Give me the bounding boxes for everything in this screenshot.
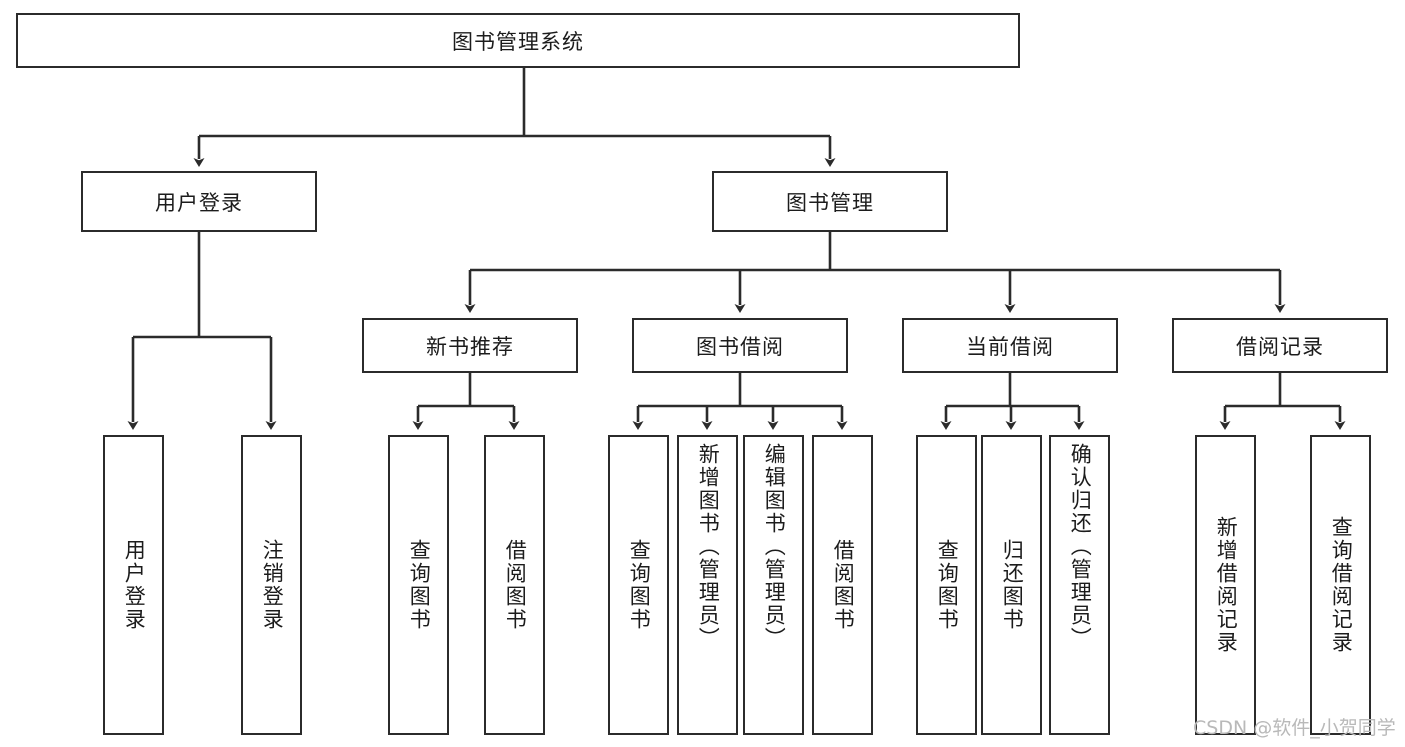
node-label: 查询图书 [935,539,960,631]
leaf-borrow-record-add-record[interactable]: 新增借阅记录 [1195,435,1256,735]
node-label: 借阅记录 [1236,334,1324,359]
node-label: 借阅图书 [831,539,856,631]
node-label: 用户登录 [122,539,147,631]
node-new-book-recommend[interactable]: 新书推荐 [362,318,578,373]
leaf-user-login-login[interactable]: 用户登录 [103,435,164,735]
node-root-book-management-system[interactable]: 图书管理系统 [16,13,1020,68]
node-user-login[interactable]: 用户登录 [81,171,317,232]
node-label: 归还图书 [1000,539,1025,631]
leaf-current-borrow-return-book[interactable]: 归还图书 [981,435,1042,735]
node-label: 图书管理 [786,190,874,215]
node-label: 查询图书 [407,539,432,631]
node-label: 新增图书（管理员） [696,443,721,650]
leaf-borrow-record-query-record[interactable]: 查询借阅记录 [1310,435,1371,735]
node-label: 确认归还（管理员） [1068,443,1093,650]
node-label: 注销登录 [260,539,285,631]
node-label: 借阅图书 [503,539,528,631]
leaf-current-borrow-confirm-return-admin[interactable]: 确认归还（管理员） [1049,435,1110,735]
csdn-watermark: CSDN @软件_小贺同学 [1193,717,1396,739]
node-label: 编辑图书（管理员） [762,443,787,650]
leaf-new-book-borrow-book[interactable]: 借阅图书 [484,435,545,735]
node-label: 用户登录 [155,190,243,215]
leaf-book-borrow-add-book-admin[interactable]: 新增图书（管理员） [677,435,738,735]
node-label: 查询借阅记录 [1329,516,1354,654]
node-borrow-record[interactable]: 借阅记录 [1172,318,1388,373]
leaf-user-login-logout[interactable]: 注销登录 [241,435,302,735]
node-label: 新书推荐 [426,334,514,359]
node-label: 查询图书 [627,539,652,631]
leaf-book-borrow-edit-book-admin[interactable]: 编辑图书（管理员） [743,435,804,735]
leaf-book-borrow-borrow-book[interactable]: 借阅图书 [812,435,873,735]
node-label: 当前借阅 [966,334,1054,359]
node-current-borrow[interactable]: 当前借阅 [902,318,1118,373]
node-label: 新增借阅记录 [1214,516,1239,654]
node-book-management[interactable]: 图书管理 [712,171,948,232]
node-label: 图书管理系统 [452,29,584,54]
leaf-book-borrow-query-book[interactable]: 查询图书 [608,435,669,735]
leaf-new-book-query-book[interactable]: 查询图书 [388,435,449,735]
leaf-current-borrow-query-book[interactable]: 查询图书 [916,435,977,735]
node-label: 图书借阅 [696,334,784,359]
node-book-borrow[interactable]: 图书借阅 [632,318,848,373]
